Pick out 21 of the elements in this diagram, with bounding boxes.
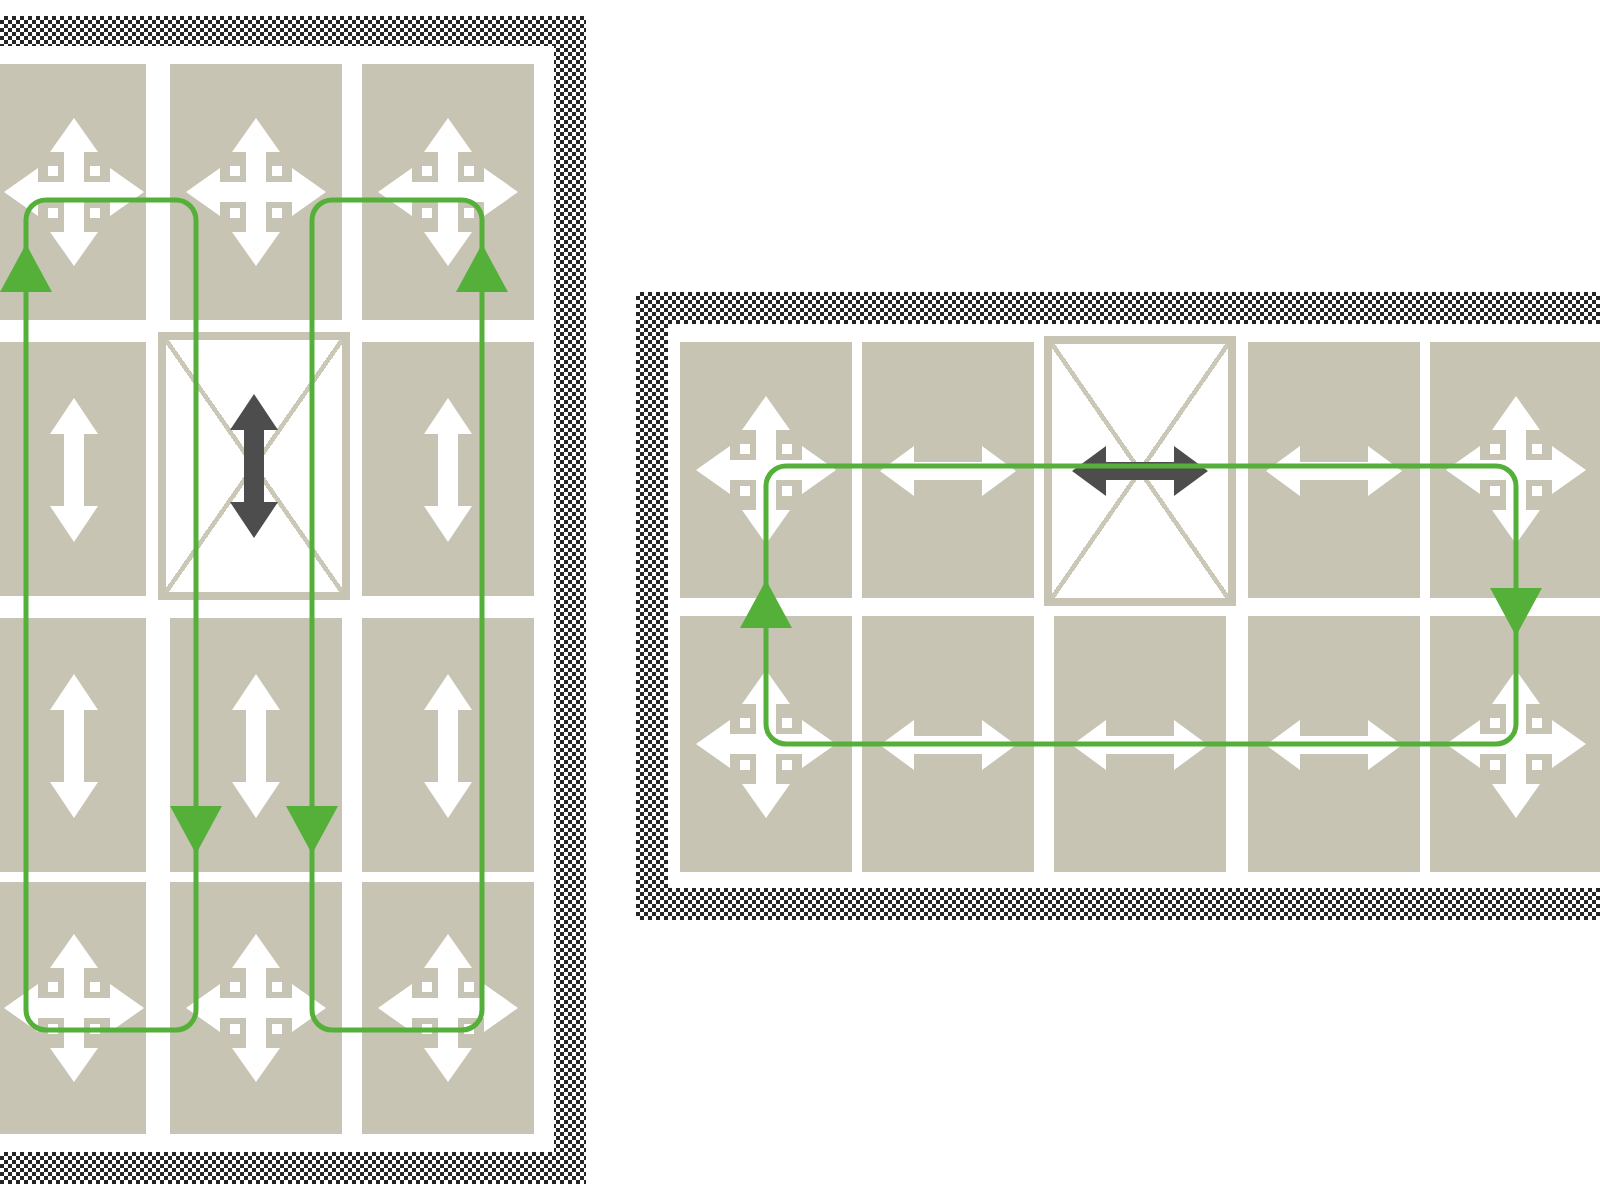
grid-cell (362, 618, 534, 872)
grid-cell (362, 342, 534, 596)
grid-cell (1248, 342, 1420, 598)
grid-cell (862, 616, 1034, 872)
grid-cell (362, 882, 534, 1134)
grid-cell (0, 618, 146, 872)
crossed-cell (1044, 336, 1236, 606)
grid-cell (362, 64, 534, 320)
grid-cell (170, 882, 342, 1134)
grid-cell (1248, 616, 1420, 872)
grid-cell (0, 64, 146, 320)
grid-cell (1430, 616, 1600, 872)
grid-cell (680, 616, 852, 872)
grid-cell (680, 342, 852, 598)
grid-cell (0, 342, 146, 596)
crossed-cell (158, 332, 350, 600)
grid-cell (0, 882, 146, 1134)
grid-cell (170, 64, 342, 320)
grid-cell (862, 342, 1034, 598)
grid-cell (1430, 342, 1600, 598)
grid-cell (1054, 616, 1226, 872)
